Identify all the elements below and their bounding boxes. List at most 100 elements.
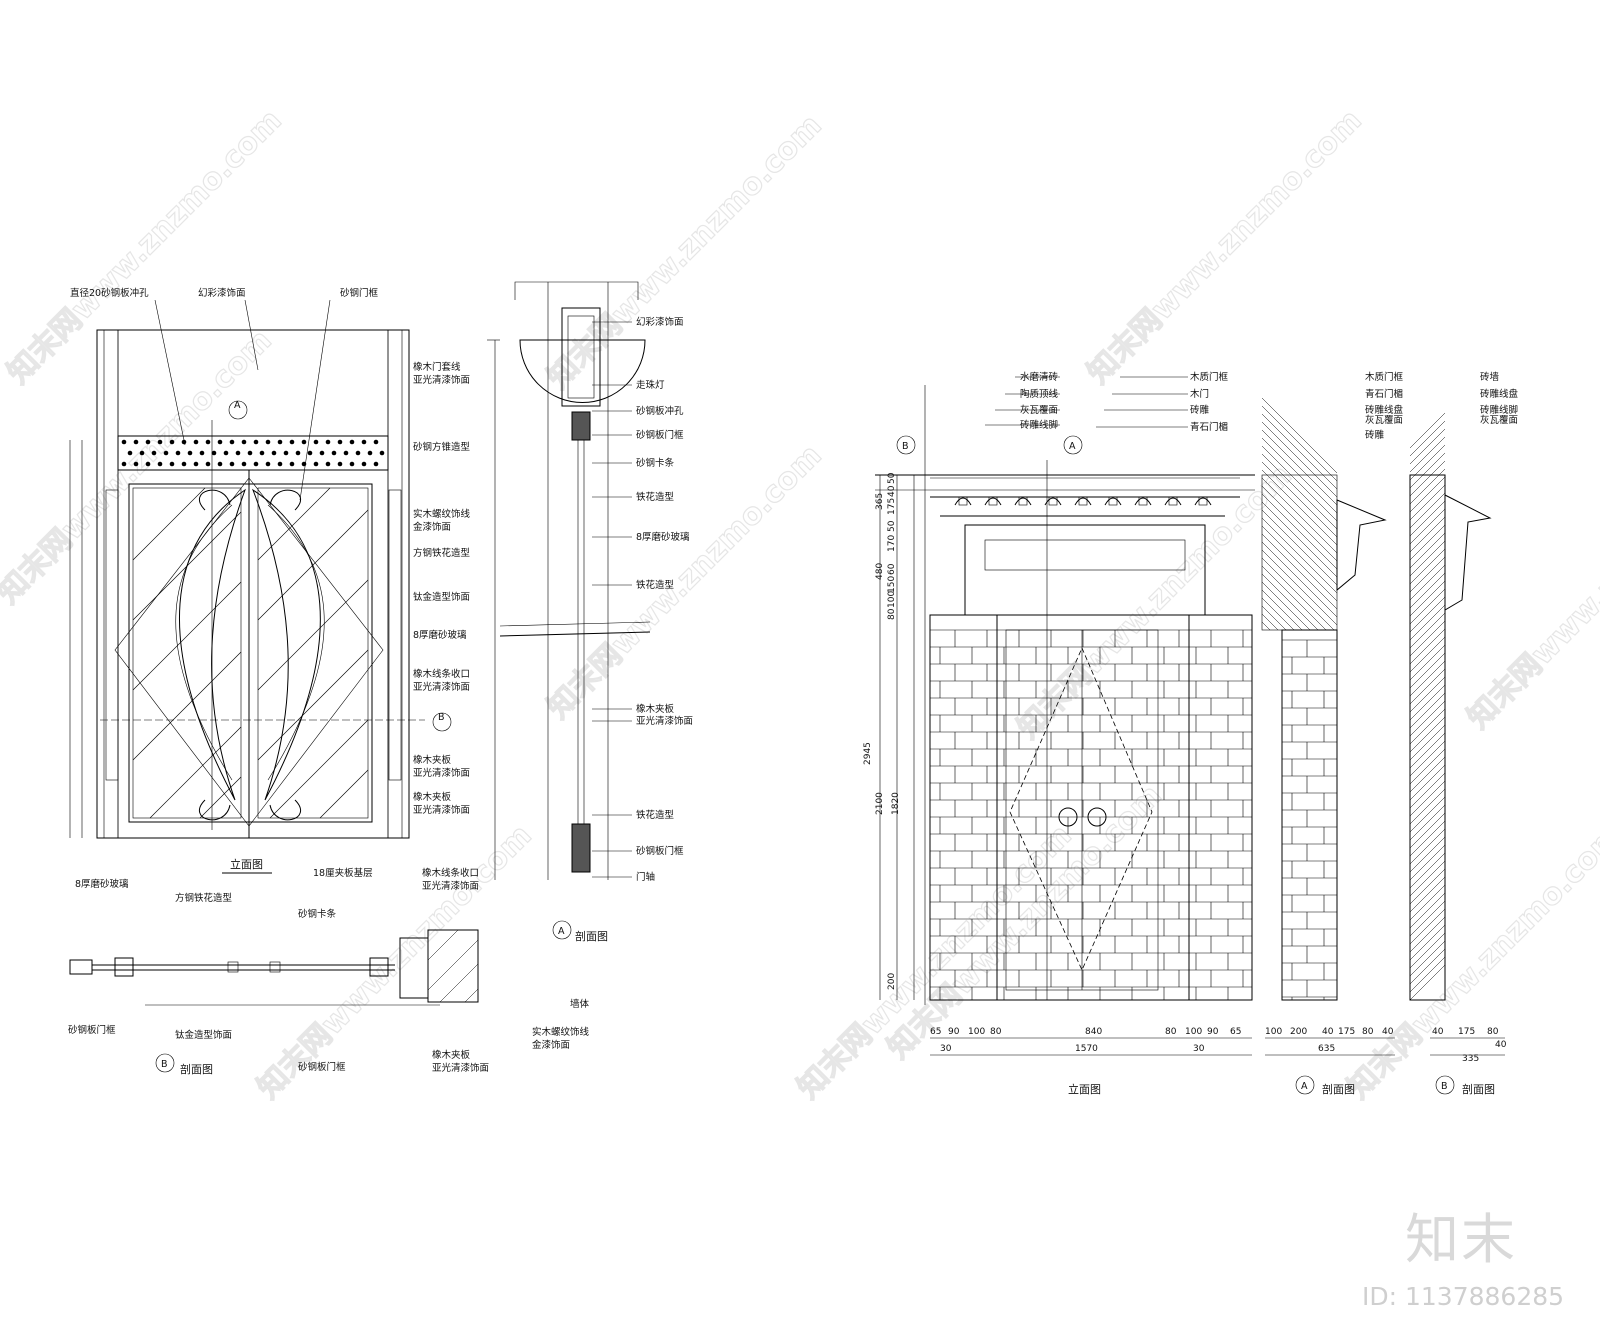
callout-label: 方钢铁花造型: [413, 547, 471, 559]
dimension-label: 840: [1085, 1027, 1102, 1037]
right-marker-b: B: [902, 441, 909, 452]
dimension-label: 40: [887, 485, 897, 497]
callout-label: 亚光清漆饰面: [432, 1062, 489, 1074]
callout-label: 砂钢卡条: [636, 457, 675, 469]
dimension-label: 90: [948, 1027, 960, 1037]
dimension-label: 40: [1495, 1040, 1507, 1050]
perforation-dots: [121, 439, 385, 467]
callout-label: 实木螺纹饰线: [413, 508, 471, 520]
dimension-label: 80: [1362, 1027, 1374, 1037]
watermark: 知末网www.znzmo.com: [1011, 458, 1299, 746]
callout-label: 橡木门套线: [413, 361, 461, 373]
callout-label: 橡木夹板: [413, 791, 452, 803]
right-elevation-caption: 立面图: [1068, 1082, 1101, 1096]
callout-label: 金漆饰面: [532, 1039, 570, 1051]
watermark: 知末网www.znzmo.com: [1081, 103, 1369, 391]
watermark: 知末网www.znzmo.com: [251, 818, 539, 1106]
dimension-label: 65: [1230, 1027, 1241, 1037]
callout-label: 铁花造型: [636, 579, 675, 591]
section-a-caption: 剖面图: [575, 929, 608, 943]
dimension-label: 60: [887, 563, 897, 575]
callout-label: 走珠灯: [636, 379, 665, 391]
right-section-a-caption: 剖面图: [1322, 1082, 1355, 1096]
callout-label: 砖雕线盘: [1365, 404, 1404, 416]
callout-label: 8厚磨砂玻璃: [413, 629, 467, 641]
callout-label: 橡木夹板: [636, 703, 675, 715]
dimension-label: 100: [968, 1027, 985, 1037]
callout-label: 砂钢板门框: [68, 1024, 116, 1036]
callout-label: 砂钢板门框: [636, 845, 684, 857]
dimension-label: 175: [1458, 1027, 1475, 1037]
dimension-label: 100: [1185, 1027, 1202, 1037]
callout-label: 橡木夹板: [413, 754, 452, 766]
callout-label: 木门: [1190, 388, 1209, 400]
callout-label: 方钢铁花造型: [175, 892, 233, 904]
callout-label: 幻彩漆饰面: [636, 316, 684, 328]
watermark-layer: 知末网www.znzmo.com 知末网www.znzmo.com 知末网www…: [0, 102, 1600, 1106]
callout-label: 钛金造型饰面: [413, 591, 470, 603]
callout-label: 直径20砂钢板冲孔: [70, 287, 149, 299]
callout-label: 8厚磨砂玻璃: [75, 878, 129, 890]
dimension-label: 30: [1193, 1044, 1205, 1054]
callout-label: 门轴: [636, 871, 655, 883]
dimension-label: 65: [930, 1027, 941, 1037]
dimension-label: 200: [1290, 1027, 1307, 1037]
section-b-caption: 剖面图: [180, 1062, 213, 1076]
callout-label: 橡木线条收口: [422, 867, 479, 879]
right-marker-a: A: [1069, 441, 1076, 452]
callout-label: 砖墙: [1480, 371, 1500, 383]
dimension-label: 200: [887, 973, 897, 990]
section-b-marker: B: [161, 1059, 168, 1070]
dimension-label: 1820: [891, 792, 901, 815]
dimension-label: 635: [1318, 1044, 1335, 1054]
callout-label: 砂钢板冲孔: [636, 405, 684, 417]
dimension-label: 150: [887, 576, 897, 593]
dimension-label: 80: [990, 1027, 1002, 1037]
section-marker-b: B: [438, 712, 445, 723]
dimension-label: 175: [1338, 1027, 1355, 1037]
callout-label: 铁花造型: [636, 809, 675, 821]
callout-label: 亚光清漆饰面: [413, 374, 470, 386]
section-a-marker: A: [558, 926, 565, 937]
brand-logo: 知末: [1405, 1208, 1517, 1271]
callout-label: 亚光清漆饰面: [413, 681, 470, 693]
callout-label: 砂钢板门框: [636, 429, 684, 441]
dimension-label: 90: [1207, 1027, 1219, 1037]
callout-label: 砂钢方锥造型: [413, 441, 471, 453]
dimension-label: 175: [887, 498, 897, 515]
left-elevation-labels: 直径20砂钢板冲孔 幻彩漆饰面 砂钢门框 橡木门套线亚光清漆饰面砂钢方锥造型实木…: [70, 287, 471, 874]
dimension-label: 480: [875, 563, 885, 580]
callout-label: 橡木线条收口: [413, 668, 470, 680]
callout-label: 铁花造型: [636, 491, 675, 503]
dimension-label: 100: [1265, 1027, 1282, 1037]
callout-label: 8厚磨砂玻璃: [636, 531, 690, 543]
callout-label: 砂钢门框: [340, 287, 379, 299]
watermark: 知末网www.znzmo.com: [1461, 448, 1600, 736]
dimension-label: 30: [940, 1044, 952, 1054]
dimension-label: 80: [1487, 1027, 1499, 1037]
right-section-b-marker: B: [1441, 1081, 1448, 1092]
dimension-label: 40: [1382, 1027, 1394, 1037]
callout-label: 灰瓦覆面: [1480, 414, 1518, 426]
callout-label: 砖雕线盘: [1480, 388, 1519, 400]
image-id: ID: 1137886285: [1362, 1282, 1565, 1311]
callout-label: 青石门楣: [1190, 421, 1228, 433]
callout-label: 橡木夹板: [432, 1049, 471, 1061]
callout-label: 灰瓦覆面: [1365, 414, 1403, 426]
callout-label: 亚光清漆饰面: [636, 715, 693, 727]
callout-label: 木质门框: [1365, 371, 1404, 383]
dimension-label: 40: [1432, 1027, 1444, 1037]
callout-label: 金漆饰面: [413, 521, 451, 533]
dimension-label: 80: [887, 608, 897, 620]
callout-label: 幻彩漆饰面: [198, 287, 246, 299]
callout-label: 砖雕线脚: [1480, 404, 1518, 416]
callout-label: 实木螺纹饰线: [532, 1026, 590, 1038]
callout-label: 木质门框: [1190, 371, 1229, 383]
left-elevation: A B: [69, 299, 452, 839]
right-section-a-marker: A: [1301, 1081, 1308, 1092]
dimension-label: 365: [875, 493, 885, 510]
callout-label: 18厘夹板基层: [313, 867, 373, 879]
